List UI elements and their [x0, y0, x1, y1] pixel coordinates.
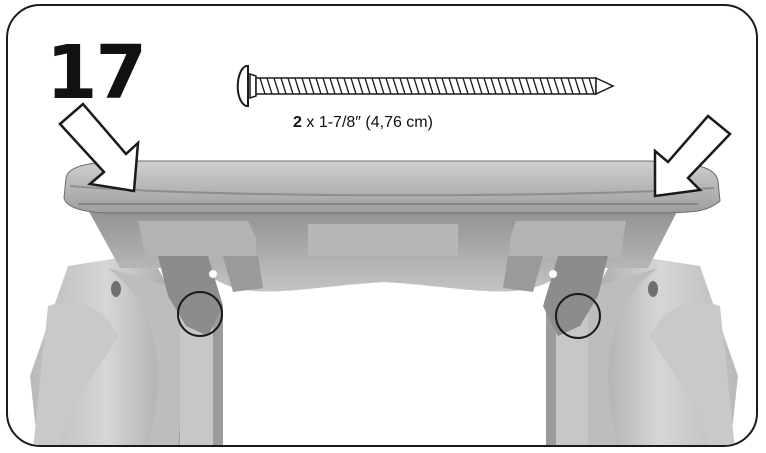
assembly-illustration — [30, 65, 738, 445]
highlight-circle-icon — [177, 291, 223, 337]
right-leg — [546, 258, 738, 445]
table-underside — [86, 206, 680, 336]
arrow-down-icon — [653, 114, 732, 198]
step-number: 17 — [46, 30, 147, 116]
table-top — [63, 160, 721, 214]
highlight-circle-icon — [555, 293, 601, 339]
times-sign: x — [306, 114, 315, 131]
instruction-panel: 17 2 x 1-7/8″ (4,76 cm) — [6, 4, 758, 447]
screw-icon — [236, 65, 615, 107]
arrow-down-icon — [58, 102, 140, 193]
hardware-quantity: 2 — [293, 114, 302, 131]
hardware-quantity-label: 2 x 1-7/8″ (4,76 cm) — [293, 114, 433, 132]
hardware-size: 1-7/8″ (4,76 cm) — [318, 114, 433, 131]
left-leg — [30, 258, 223, 445]
